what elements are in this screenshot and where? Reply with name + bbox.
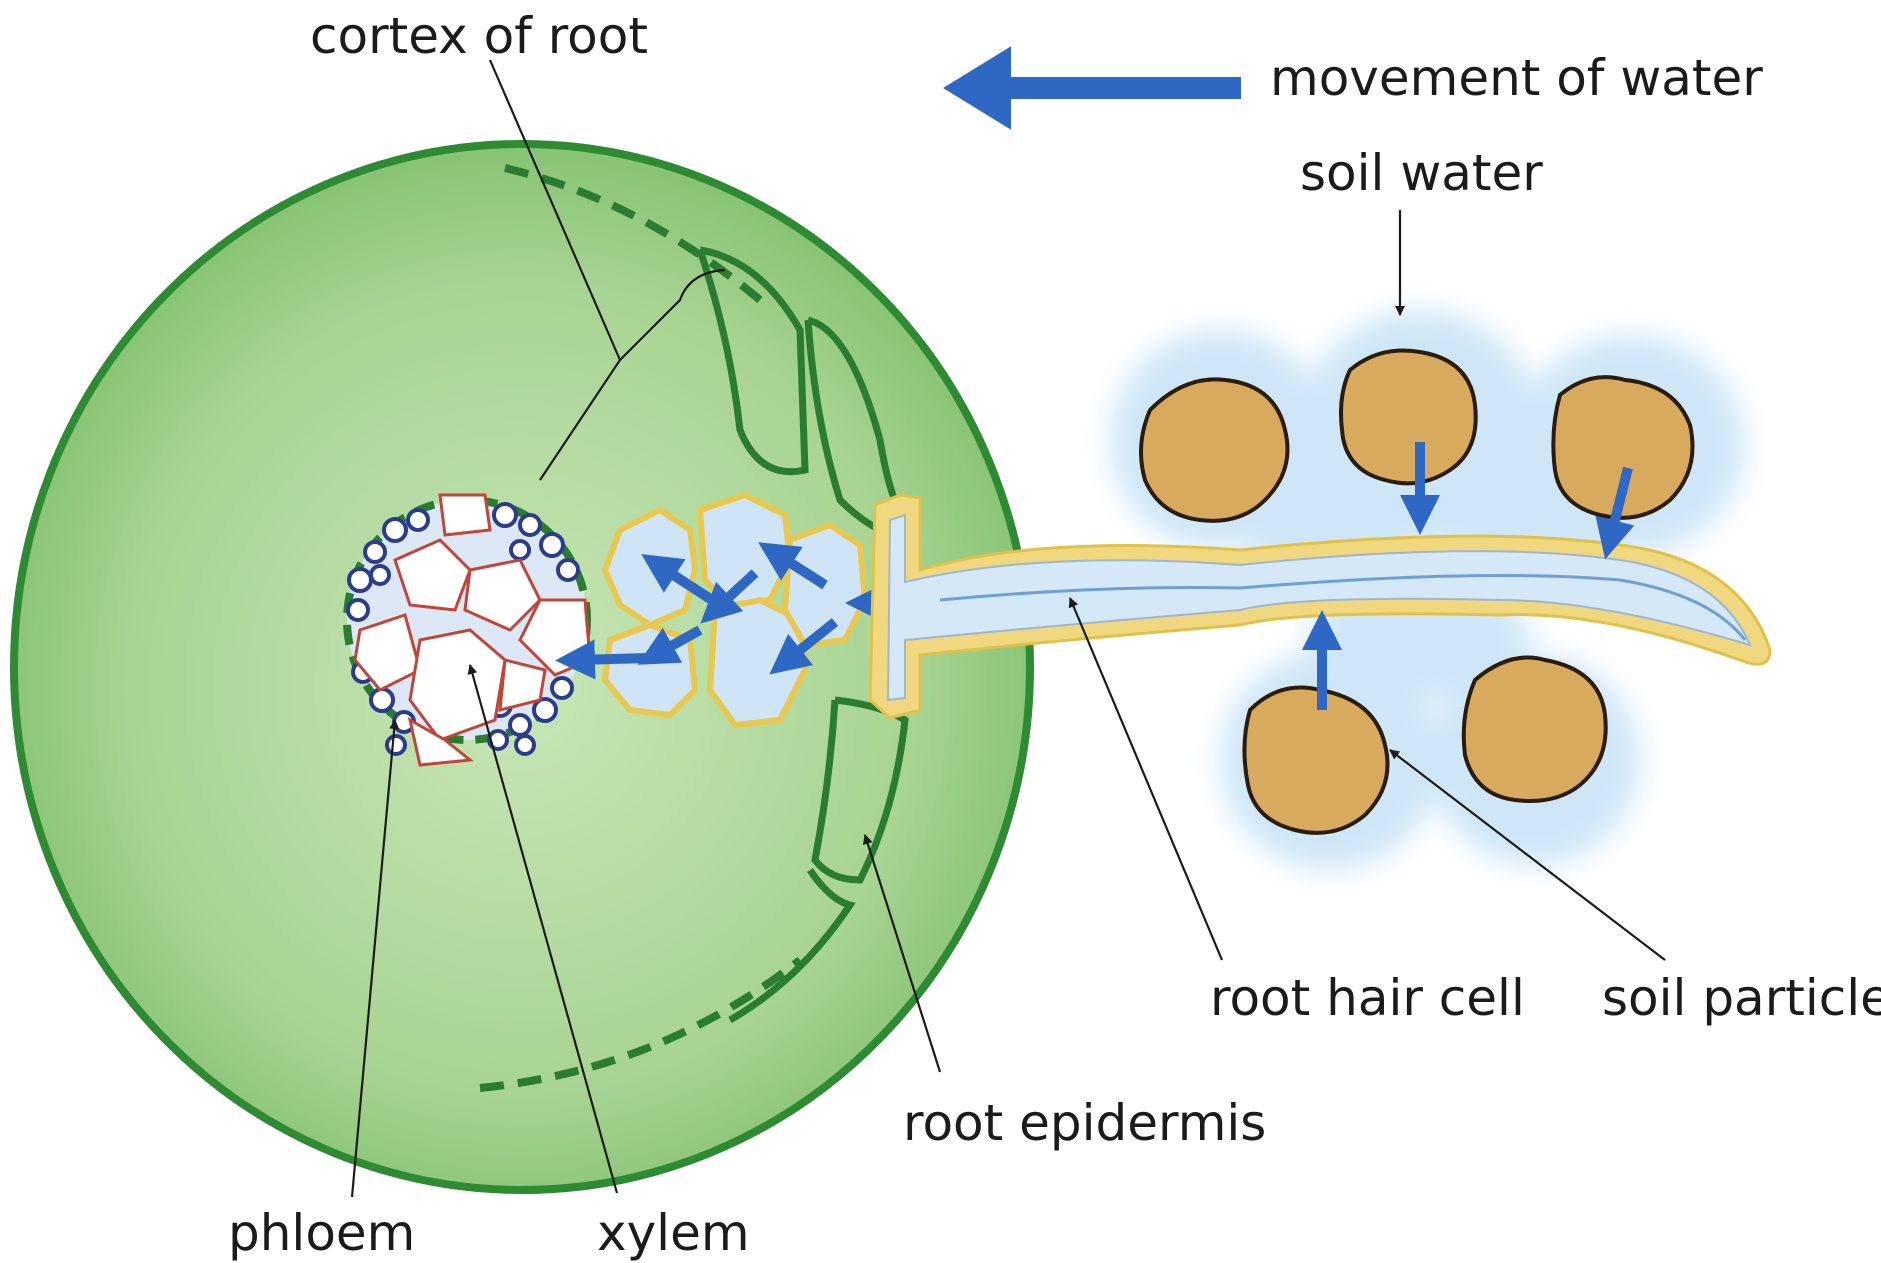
- label-root-hair-cell: root hair cell: [1210, 969, 1525, 1027]
- label-movement-of-water: movement of water: [1270, 49, 1763, 107]
- label-phloem: phloem: [228, 1204, 415, 1262]
- soil-particle: [1141, 379, 1288, 520]
- label-soil-particle: soil particle: [1602, 969, 1881, 1027]
- label-cortex-of-root: cortex of root: [310, 7, 648, 65]
- soil-particle: [1464, 658, 1606, 802]
- movement-of-water-legend-arrow: [945, 48, 1240, 128]
- soil-particle: [1244, 688, 1387, 833]
- label-xylem: xylem: [597, 1204, 750, 1262]
- label-soil-water: soil water: [1300, 144, 1543, 202]
- label-root-epidermis: root epidermis: [903, 1094, 1266, 1152]
- soil-particle: [1341, 350, 1476, 483]
